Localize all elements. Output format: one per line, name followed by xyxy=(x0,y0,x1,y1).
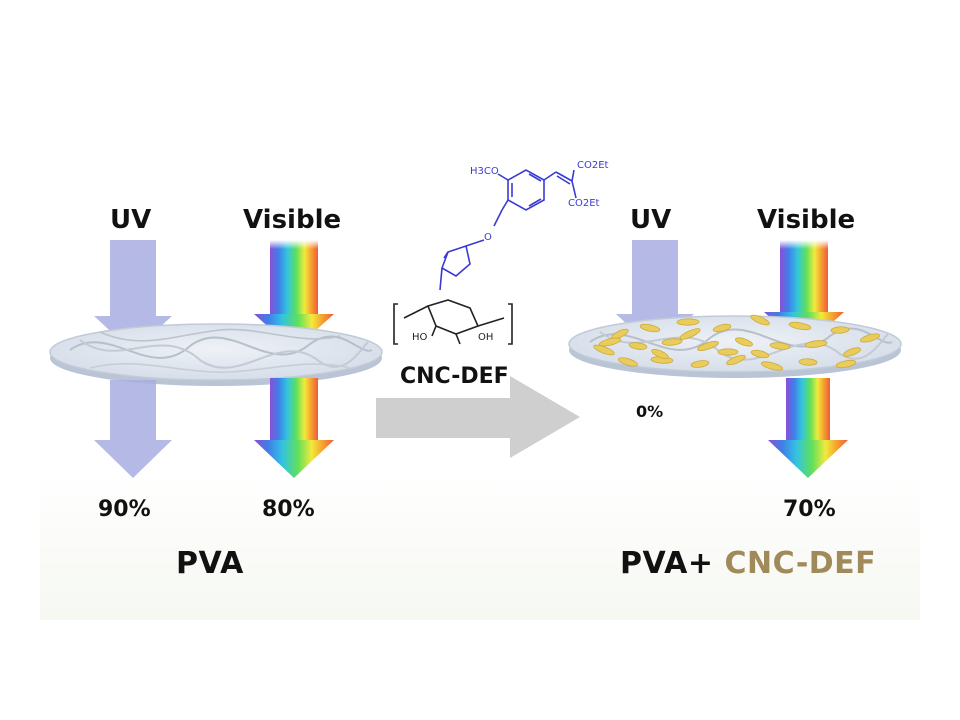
left-visible-arrow-transmitted xyxy=(254,378,334,478)
left-uv-transmission: 90% xyxy=(98,497,151,522)
cnc-particle xyxy=(712,323,732,333)
left-material-label: PVA xyxy=(176,546,244,581)
cnc-particle xyxy=(750,349,770,359)
cnc-particle xyxy=(769,342,791,350)
right-visible-arrow-transmitted xyxy=(768,378,848,478)
co2et-top-label: CO2Et xyxy=(577,160,609,171)
glucose-ring xyxy=(393,299,513,345)
right-uv-transmission: 0% xyxy=(636,402,664,421)
cnc-particle xyxy=(690,360,710,368)
left-film-disc xyxy=(49,323,383,386)
molecule-structure xyxy=(439,169,577,291)
cnc-particle xyxy=(676,318,700,326)
left-uv-label: UV xyxy=(110,205,152,235)
cnc-particle xyxy=(661,338,683,346)
right-material-prefix: PVA+ xyxy=(620,546,714,581)
process-arrow xyxy=(376,376,580,458)
cnc-particle xyxy=(835,359,857,369)
background-panel xyxy=(40,470,920,620)
cnc-particle xyxy=(726,354,746,366)
compound-label: CNC-DEF xyxy=(400,364,509,389)
cnc-particle xyxy=(717,348,739,356)
cnc-particles xyxy=(593,314,881,371)
cnc-particle xyxy=(859,333,881,343)
right-material-label: PVA+ CNC-DEF xyxy=(620,546,876,581)
cnc-particle xyxy=(617,357,639,367)
cnc-particle xyxy=(760,361,784,371)
right-uv-label: UV xyxy=(630,205,672,235)
right-visible-label: Visible xyxy=(757,205,856,235)
cnc-particle xyxy=(593,344,615,356)
right-film-disc xyxy=(568,315,902,378)
cnc-particle xyxy=(628,342,648,350)
co2et-bottom-label: CO2Et xyxy=(568,198,600,209)
left-visible-transmission: 80% xyxy=(262,497,315,522)
right-material-accent: CNC-DEF xyxy=(724,546,877,581)
left-visible-label: Visible xyxy=(243,205,342,235)
cnc-particle xyxy=(697,341,719,351)
cnc-particle xyxy=(639,323,661,333)
cnc-particle xyxy=(598,337,622,347)
cnc-particle xyxy=(611,328,629,340)
cnc-particle xyxy=(679,328,701,340)
cnc-particle xyxy=(651,348,669,360)
right-visible-transmission: 70% xyxy=(783,497,836,522)
oxygen-linker-label: O xyxy=(484,232,492,243)
left-uv-arrow-transmitted xyxy=(94,380,172,478)
cnc-particle xyxy=(750,314,770,326)
cnc-particle xyxy=(788,321,812,331)
oh-label: OH xyxy=(478,332,494,343)
cnc-particle xyxy=(735,337,753,347)
cnc-particle xyxy=(804,340,828,348)
ho-label: HO xyxy=(412,332,428,343)
cnc-particle xyxy=(830,326,850,334)
cnc-particle xyxy=(798,358,818,366)
cnc-particle xyxy=(843,347,861,357)
methoxy-label: H3CO xyxy=(470,166,499,177)
